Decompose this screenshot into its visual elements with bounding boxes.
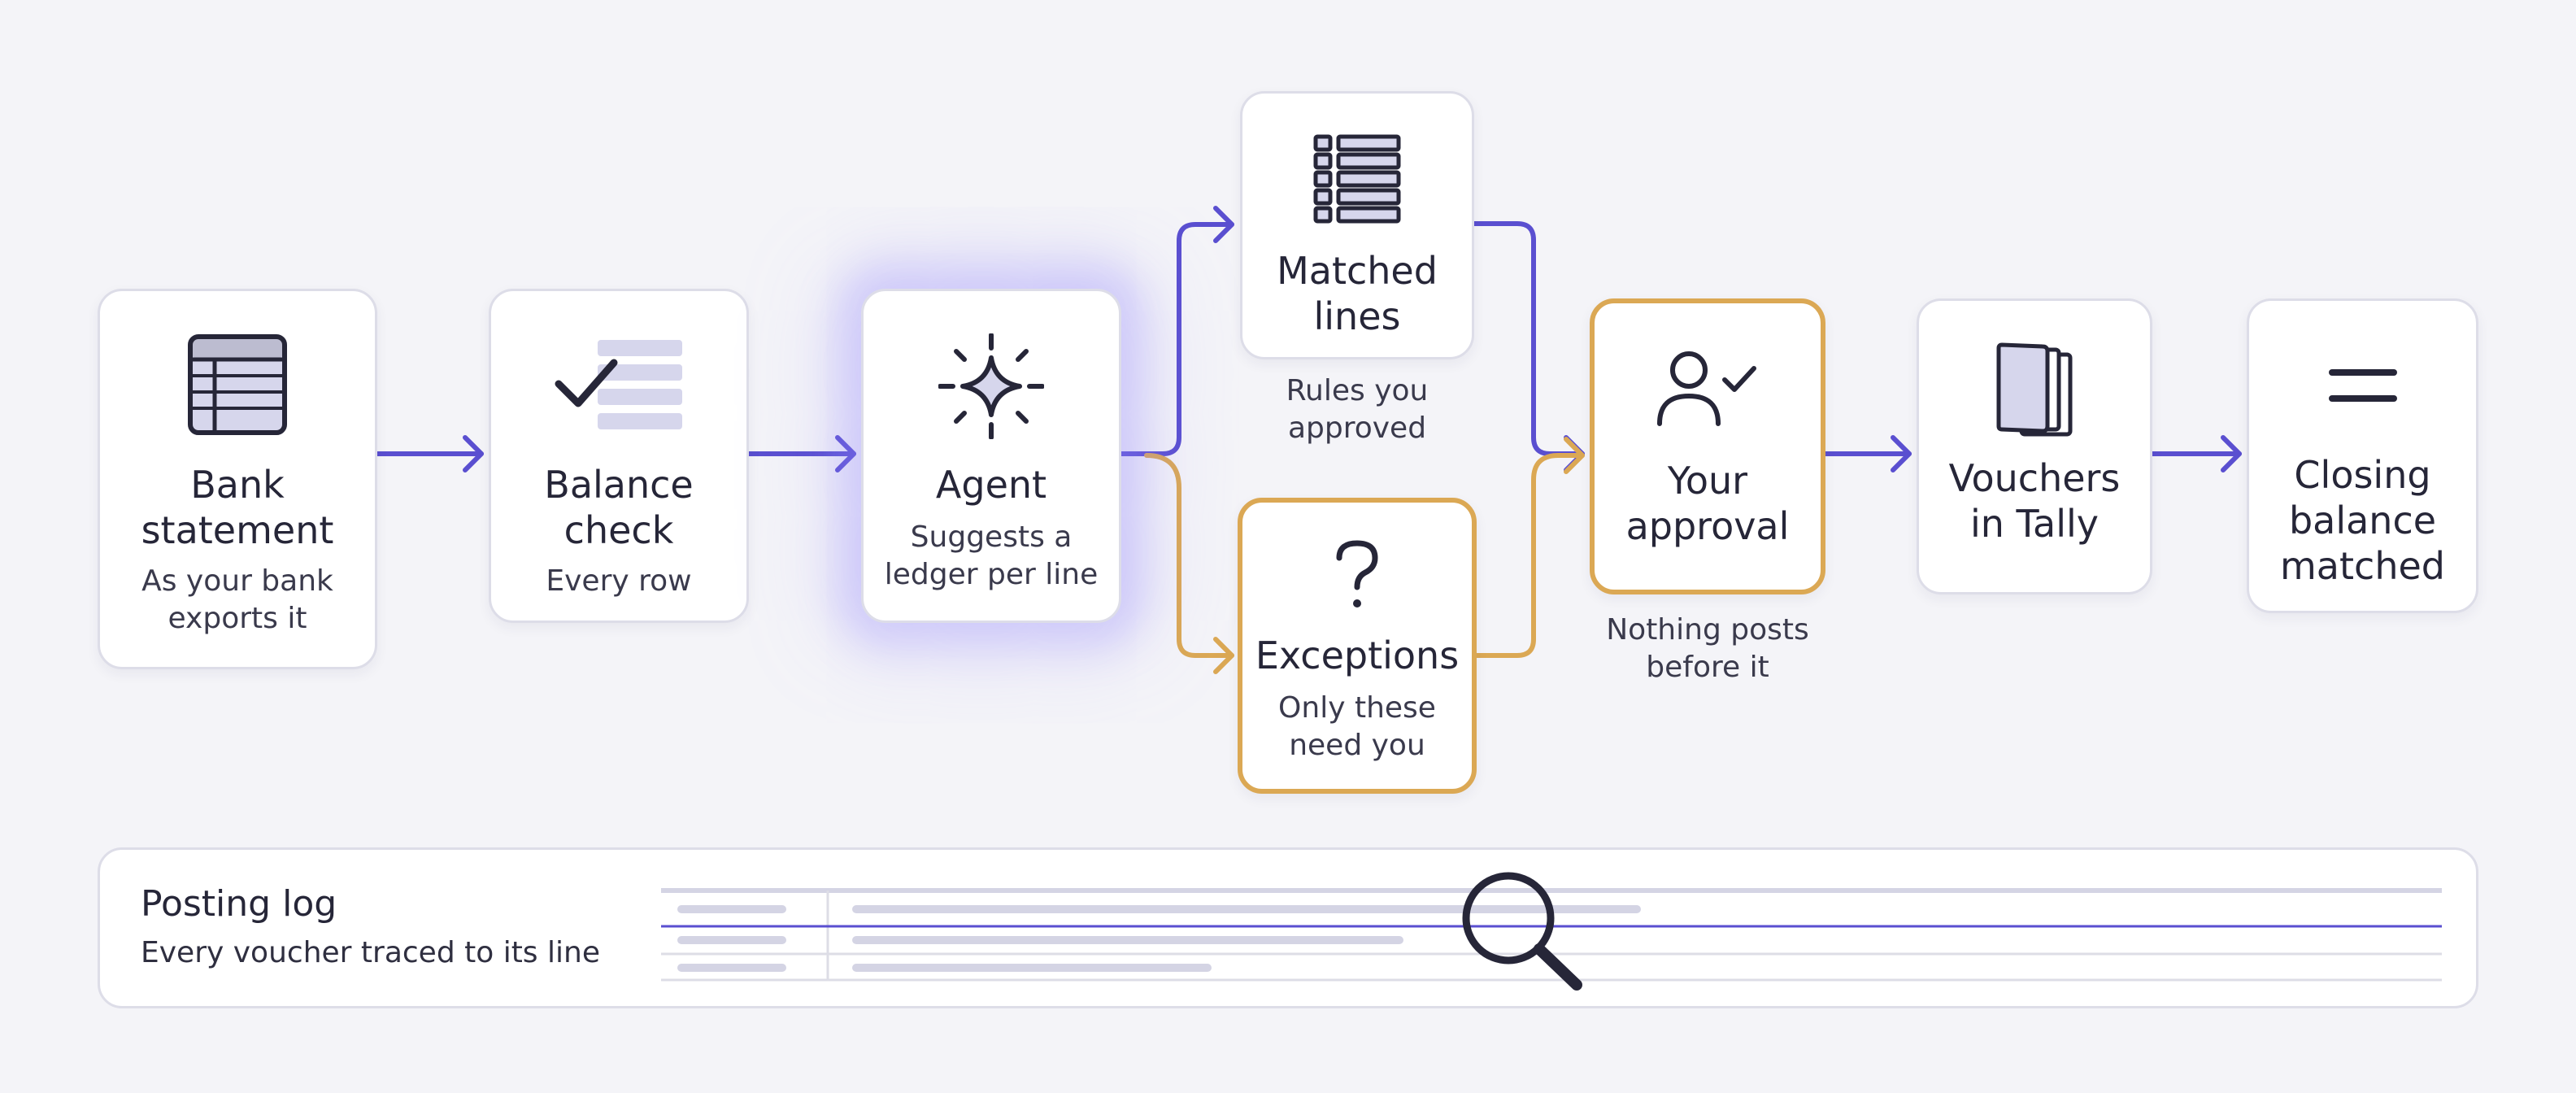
node-subtitle: As your bank exports it: [141, 564, 333, 635]
magnifier-icon: [1462, 872, 1582, 991]
node-exceptions: Exceptions Only these need you: [1238, 498, 1477, 794]
arrow-exceptions-to-approval: [1471, 453, 1585, 658]
node-your-approval: Your approval: [1590, 298, 1825, 594]
posting-log-table: [661, 872, 2442, 991]
node-title: Balance check: [544, 463, 694, 552]
node-subtitle: Only these need you: [1278, 691, 1436, 762]
node-title: Closing balance matched: [2280, 453, 2445, 588]
posting-log-subtitle: Every voucher traced to its line: [141, 936, 600, 969]
equals-icon: [2328, 369, 2397, 402]
arrowhead: [2221, 435, 2242, 472]
arrow-agent-to-matched: [1118, 222, 1234, 456]
spreadsheet-icon: [188, 334, 287, 435]
arrowhead: [1891, 435, 1912, 472]
node-title: Bank statement: [141, 463, 334, 552]
arrowhead: [1213, 206, 1234, 243]
node-title: Vouchers in Tally: [1948, 456, 2121, 546]
node-balance-check: Balance check Every row: [489, 289, 749, 623]
posting-log-panel: Posting log Every voucher traced to its …: [98, 847, 2478, 1008]
node-agent: Agent Suggests a ledger per line: [861, 289, 1121, 623]
node-closing-balance: Closing balance matched: [2247, 298, 2478, 613]
node-title: Exceptions: [1255, 634, 1460, 677]
arrow-agent-to-exceptions: [1144, 453, 1234, 658]
sparkle-icon: [938, 333, 1044, 439]
question-icon: [1336, 540, 1378, 607]
arrowhead: [1564, 437, 1585, 474]
your-approval-caption: Nothing posts before it: [1606, 613, 1809, 684]
posting-log-title: Posting log: [141, 883, 337, 925]
arrowhead: [463, 435, 484, 472]
node-bank-statement: Bank statement As your bank exports it: [98, 289, 377, 669]
arrowhead: [835, 435, 856, 472]
arrow-matched-to-approval: [1471, 221, 1585, 456]
node-title: Your approval: [1625, 459, 1790, 548]
node-subtitle: Suggests a ledger per line: [884, 520, 1099, 591]
node-subtitle: Every row: [546, 564, 692, 598]
arrowhead: [1213, 637, 1234, 674]
node-title: Agent: [935, 463, 1047, 507]
list-icon: [1313, 134, 1401, 224]
matched-lines-caption: Rules you approved: [1286, 374, 1429, 445]
documents-icon: [1996, 342, 2073, 437]
user-check-icon: [1657, 351, 1756, 426]
node-matched-lines: Matched lines: [1240, 91, 1474, 359]
checklist-icon: [555, 340, 682, 429]
node-vouchers: Vouchers in Tally: [1917, 298, 2152, 594]
node-title: Matched lines: [1277, 249, 1438, 338]
